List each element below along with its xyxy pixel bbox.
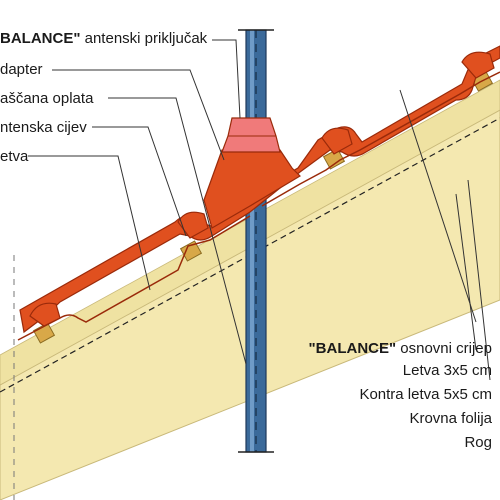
label-antenna-connector-brand: BALANCE" [0, 30, 81, 47]
leader-base-tile [399, 89, 477, 323]
label-adapter: dapter [0, 61, 43, 78]
tile-edge-lower [17, 215, 251, 341]
label-roof-membrane: Krovna folija [409, 410, 492, 427]
leader-batten-right [455, 193, 477, 351]
label-antenna-connector: BALANCE" antenski priključak [0, 30, 207, 47]
batten-block [322, 148, 346, 170]
tile-hook [29, 302, 61, 327]
antenna-adapter-cap [221, 117, 281, 153]
tile-hooks [29, 51, 495, 327]
tile-edge-upper [261, 71, 500, 207]
leader-lines-right [399, 89, 491, 381]
label-batten-right: Letva 3x5 cm [402, 362, 492, 379]
tile-hook [177, 211, 209, 239]
leader-cladding [108, 97, 247, 365]
label-base-tile-text: osnovni crijep [396, 340, 492, 357]
label-counter-batten: Kontra letva 5x5 cm [359, 386, 492, 403]
label-base-tile: "BALANCE" osnovni crijep [309, 340, 492, 357]
leader-batten-left [28, 155, 151, 291]
label-rafter: Rog [464, 434, 492, 451]
label-base-tile-brand: "BALANCE" [308, 340, 397, 357]
tile-hook [321, 127, 353, 155]
label-antenna-connector-text: antenski priključak [80, 30, 208, 47]
leader-antenna-pipe [92, 126, 187, 237]
leader-adapter [52, 69, 225, 161]
batten-block [32, 322, 56, 344]
leader-antenna-connector [212, 39, 241, 119]
label-batten-left: etva [0, 148, 29, 165]
leader-counter-batten [467, 179, 491, 381]
label-antenna-pipe: ntenska cijev [0, 119, 87, 136]
leader-lines [28, 39, 247, 365]
antenna-pipe-highlight [250, 30, 254, 452]
tile-hook [461, 51, 495, 79]
label-cladding: aščana oplata [0, 90, 94, 107]
